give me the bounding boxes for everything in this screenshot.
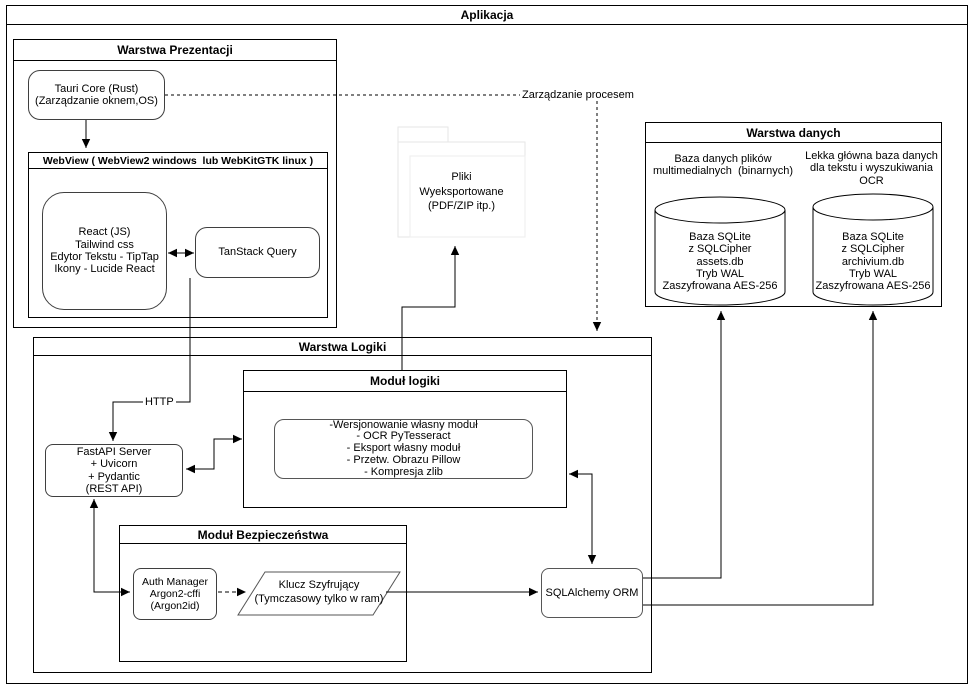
data-layer-title: Warstwa danych bbox=[646, 123, 941, 143]
react-stack-node: React (JS) Tailwind css Edytor Tekstu - … bbox=[42, 192, 167, 310]
application-title: Aplikacja bbox=[7, 6, 967, 25]
webview-title: WebView ( WebView2 windows lub WebKitGTK… bbox=[29, 153, 327, 169]
ocr-db-label: Baza SQLite z SQLCipher archivium.db Try… bbox=[815, 231, 931, 293]
ocr-db-caption: Lekka główna baza danych dla tekstu i wy… bbox=[805, 150, 938, 187]
encryption-key-label: Klucz Szyfrujący (Tymczasowy tylko w ram… bbox=[254, 579, 384, 605]
media-db-label: Baza SQLite z SQLCipher assets.db Tryb W… bbox=[662, 231, 778, 293]
process-management-label: Zarządzanie procesem bbox=[520, 89, 636, 101]
auth-manager-node: Auth Manager Argon2-cffi (Argon2id) bbox=[133, 568, 217, 620]
logic-module-title: Moduł logiki bbox=[244, 371, 566, 392]
tauri-core-node: Tauri Core (Rust) (Zarządzanie oknem,OS) bbox=[28, 70, 165, 120]
exported-files-label: Pliki Wyeksportowane (PDF/ZIP itp.) bbox=[419, 171, 504, 212]
logic-layer-title: Warstwa Logiki bbox=[34, 338, 651, 356]
fastapi-node: FastAPI Server + Uvicorn + Pydantic (RES… bbox=[45, 444, 183, 497]
sqlalchemy-orm-node: SQLAlchemy ORM bbox=[541, 568, 643, 618]
presentation-layer-title: Warstwa Prezentacji bbox=[14, 40, 336, 61]
logic-functions-node: -Wersjonowanie własny moduł - OCR PyTess… bbox=[274, 419, 533, 479]
media-db-caption: Baza danych plików multimedialnych (bina… bbox=[653, 153, 793, 178]
security-module-title: Moduł Bezpieczeństwa bbox=[120, 526, 406, 544]
tanstack-query-node: TanStack Query bbox=[195, 227, 320, 278]
http-label: HTTP bbox=[143, 396, 176, 408]
